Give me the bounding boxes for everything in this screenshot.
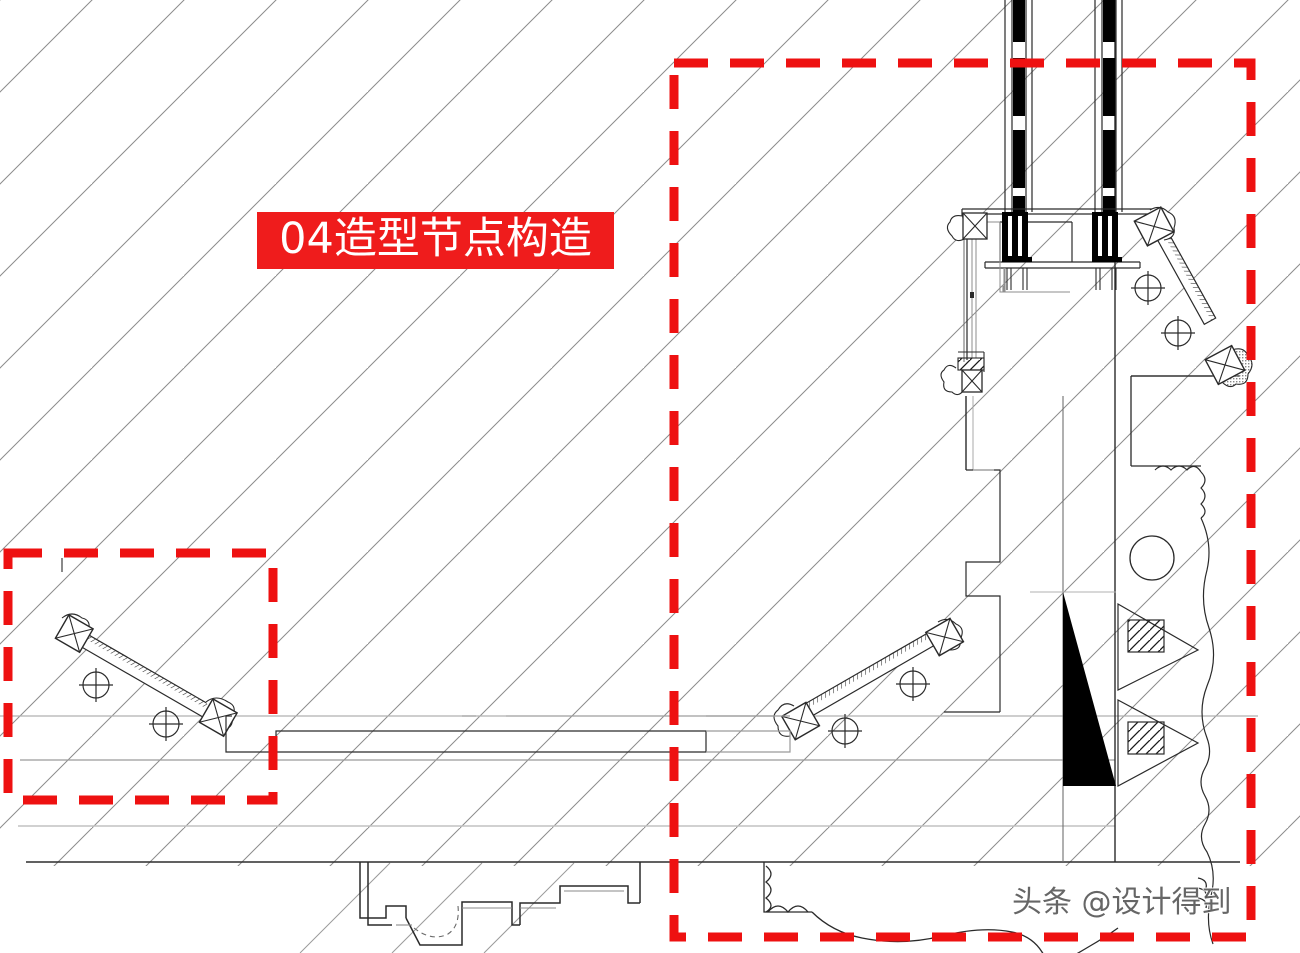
mullion-rail-right-dashes xyxy=(1103,0,1115,212)
stepped-recess-profile xyxy=(359,862,641,946)
left-detail-highlight[interactable] xyxy=(3,548,278,805)
crosshair-marker xyxy=(1131,271,1165,305)
crosshair-marker xyxy=(828,714,862,748)
strut-bracket-lower xyxy=(1204,344,1253,388)
strut-bracket-upper xyxy=(1133,206,1176,247)
crosshair-marker-group-center xyxy=(828,667,930,748)
clamp-block-left xyxy=(1002,212,1032,262)
clamp-block-right xyxy=(1092,212,1122,262)
right-wavy-break-line xyxy=(1200,517,1215,945)
section-title-banner: 04造型节点构造 xyxy=(257,212,614,269)
lower-left-strut xyxy=(54,613,239,738)
right-edge-assembly xyxy=(1030,465,1215,945)
x-box-bracket-left-upper xyxy=(940,351,985,470)
crosshair-marker-group-left xyxy=(79,668,183,741)
crosshair-marker xyxy=(896,667,930,701)
watermark-text: 头条 @设计得到 xyxy=(1012,885,1232,920)
hatched-square-upper xyxy=(1127,619,1165,653)
bottom-wavy-break-line xyxy=(763,862,1207,953)
strut-bracket-lower-right xyxy=(198,697,239,738)
glass-panel-frame xyxy=(960,221,1070,362)
glazing-clamp-bracket xyxy=(961,208,1160,293)
crosshair-marker xyxy=(1161,316,1195,350)
section-title-text: 04造型节点构造 xyxy=(279,214,592,264)
mullion-rail-right xyxy=(1094,0,1123,212)
solid-wedge xyxy=(1063,592,1116,786)
strut-bracket-upper-left xyxy=(54,613,95,654)
soffit-return-profile xyxy=(944,469,1001,713)
crosshair-marker-group-upper xyxy=(1131,271,1195,350)
clamp-bolts xyxy=(1006,268,1117,290)
hatched-square-lower xyxy=(1127,721,1165,755)
circle-marker xyxy=(1129,535,1175,581)
x-box-bracket-head-left xyxy=(946,212,988,242)
crosshair-marker xyxy=(79,668,113,702)
upper-right-strut xyxy=(1131,206,1253,388)
mullion-rails xyxy=(1004,0,1123,212)
crosshair-marker xyxy=(149,707,183,741)
strut-bracket-lower-left xyxy=(773,701,821,741)
right-detail-highlight[interactable] xyxy=(669,58,1256,942)
mullion-rail-left xyxy=(1004,0,1033,212)
strut-bracket-upper-right xyxy=(924,617,965,657)
mullion-rail-left-dashes xyxy=(1013,0,1025,212)
scalloped-edge-upper-right xyxy=(1131,465,1206,519)
center-strut xyxy=(773,617,965,741)
